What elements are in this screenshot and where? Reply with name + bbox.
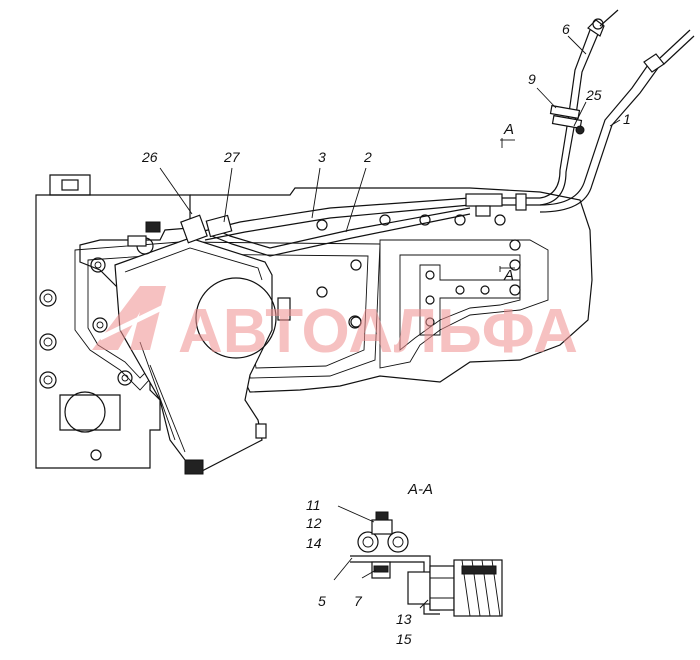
- section-mark-top: A: [503, 121, 514, 138]
- callout-27: 27: [223, 149, 241, 165]
- section-mark-bottom: A: [503, 267, 514, 284]
- leader-lines: [159, 35, 621, 272]
- callout-7: 7: [354, 593, 363, 609]
- callout-13: 13: [396, 611, 412, 627]
- callout-26: 26: [141, 149, 158, 165]
- callout-9: 9: [528, 71, 536, 87]
- callout-14: 14: [306, 535, 322, 551]
- callout-3: 3: [318, 149, 326, 165]
- callout-5: 5: [318, 593, 326, 609]
- section-detail: А-А 11 12 14 5 7 13 15: [306, 481, 503, 647]
- callout-1: 1: [623, 111, 631, 127]
- callout-2: 2: [363, 149, 372, 165]
- watermark-text: АВТОАЛЬФА: [178, 297, 578, 366]
- callout-labels: 6 9 25 1 26 27 3 2 A A: [141, 21, 631, 284]
- housing-bolt-holes: [39, 214, 521, 461]
- callout-11: 11: [306, 497, 321, 513]
- pipes: [180, 9, 695, 257]
- callout-6: 6: [562, 21, 570, 37]
- callout-25: 25: [585, 87, 602, 103]
- watermark: АВТОАЛЬФА: [92, 286, 578, 366]
- watermark-logo: [92, 286, 180, 350]
- callout-15: 15: [396, 631, 412, 647]
- callout-12: 12: [306, 515, 322, 531]
- section-title: А-А: [407, 481, 433, 498]
